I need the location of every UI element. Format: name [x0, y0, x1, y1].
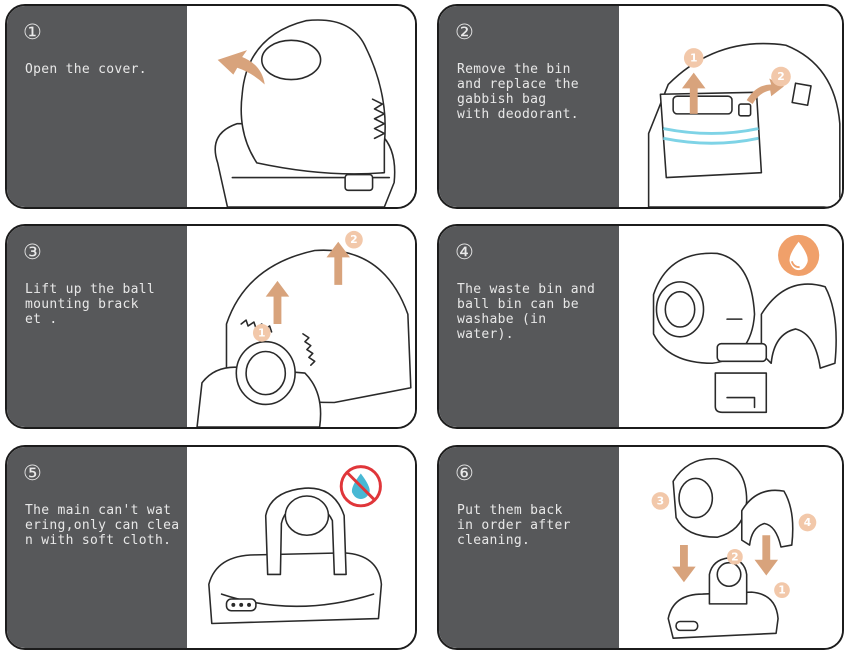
step-description: Open the cover. — [25, 62, 185, 77]
callout-badge: 4 — [804, 516, 812, 529]
step-card-3: ③ Lift up the ball mounting brack et . 1… — [5, 224, 417, 429]
callout-badge: 1 — [778, 584, 786, 597]
step-number: ③ — [23, 240, 42, 264]
step-card-6: ⑥ Put them back in order after cleaning.… — [437, 445, 844, 650]
callout-badge: 2 — [350, 233, 358, 246]
step-illustration: 1 2 — [619, 6, 842, 207]
step-panel: ④ The waste bin and ball bin can be wash… — [439, 226, 619, 427]
step-number: ⑤ — [23, 461, 42, 485]
step-description: Put them back in order after cleaning. — [457, 503, 617, 548]
no-water-icon — [341, 467, 380, 506]
step-card-1: ① Open the cover. — [5, 4, 417, 209]
step-description: The main can't wat ering,only can clea n… — [25, 503, 185, 548]
step-panel: ② Remove the bin and replace the gabbish… — [439, 6, 619, 207]
step-panel: ⑥ Put them back in order after cleaning. — [439, 447, 619, 648]
step-card-5: ⑤ The main can't wat ering,only can clea… — [5, 445, 417, 650]
callout-badge: 3 — [657, 494, 665, 507]
step-number: ② — [455, 20, 474, 44]
callout-badge: 2 — [777, 70, 785, 83]
step-card-2: ② Remove the bin and replace the gabbish… — [437, 4, 844, 209]
step-card-4: ④ The waste bin and ball bin can be wash… — [437, 224, 844, 429]
reassembly-illustration: 3 4 2 1 — [619, 447, 842, 648]
step-description: Remove the bin and replace the gabbish b… — [457, 62, 617, 122]
step-panel: ③ Lift up the ball mounting brack et . — [7, 226, 187, 427]
step-panel: ① Open the cover. — [7, 6, 187, 207]
step-illustration — [619, 226, 842, 427]
step-number: ① — [23, 20, 42, 44]
step-illustration: 1 2 — [187, 226, 415, 427]
down-arrow-icon — [672, 545, 696, 582]
step-description: The waste bin and ball bin can be washab… — [457, 282, 617, 342]
callout-badge: 2 — [731, 550, 739, 563]
step-panel: ⑤ The main can't wat ering,only can clea… — [7, 447, 187, 648]
step-illustration: 3 4 2 1 — [619, 447, 842, 648]
step-number: ④ — [455, 240, 474, 264]
callout-badge: 1 — [258, 326, 266, 339]
step-illustration — [187, 6, 415, 207]
lift-bracket-illustration: 1 2 — [187, 226, 415, 427]
main-body-illustration — [187, 447, 415, 648]
open-cover-illustration — [187, 6, 415, 207]
step-description: Lift up the ball mounting brack et . — [25, 282, 185, 327]
down-arrow-icon — [755, 535, 779, 575]
callout-badge: 1 — [690, 51, 698, 64]
washable-parts-illustration — [619, 226, 842, 427]
step-illustration — [187, 447, 415, 648]
remove-bin-illustration: 1 2 — [619, 6, 842, 207]
step-number: ⑥ — [455, 461, 474, 485]
